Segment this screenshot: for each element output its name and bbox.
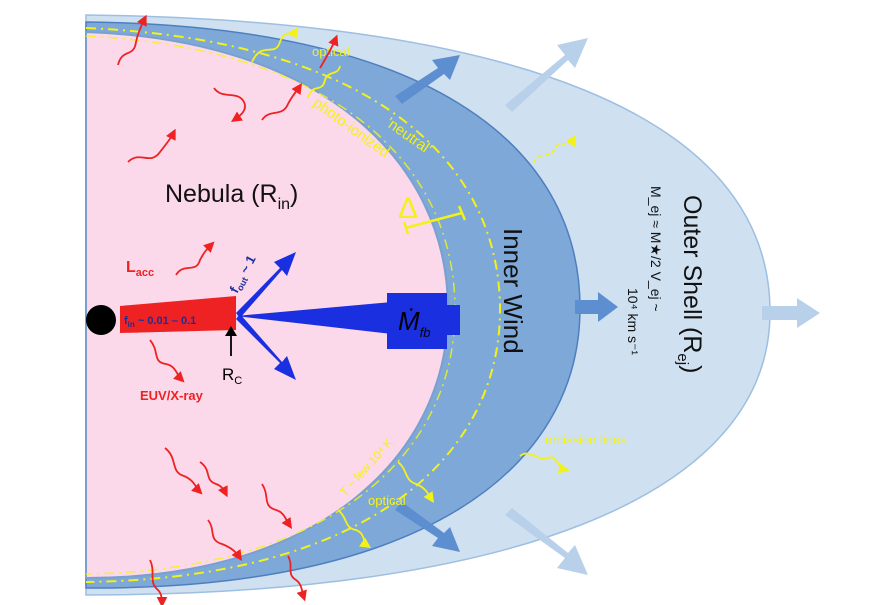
yellow-squiggle-top2: [307, 65, 341, 99]
inner-wind-flow-arrows: [395, 55, 618, 552]
l-acc-label: Lacc: [126, 259, 154, 279]
red-squiggle-7: [149, 339, 185, 383]
yellow-squiggle-emission: [519, 452, 570, 474]
inflow-wedge: [120, 296, 236, 333]
outer-arrow-right: [762, 298, 820, 328]
ionization-front-line: [85, 27, 502, 583]
fallback-main-arrow: [236, 302, 392, 334]
f-in-label: fin ~ 0.01 – 0.1: [124, 315, 196, 329]
mdot-label: Ṁfb: [398, 306, 431, 340]
mdot-box: [387, 293, 447, 349]
inner-arrow-right: [575, 292, 618, 322]
rc-pointer-head: [225, 326, 237, 336]
inner-arrow-bottom: [395, 502, 460, 552]
red-squiggle-11: [207, 519, 242, 561]
yellow-squiggle-top: [251, 27, 299, 63]
red-squiggle-6: [175, 241, 215, 276]
delta-marker: [402, 205, 467, 235]
red-squiggle-4: [261, 83, 302, 121]
optical-label-bottom: optical: [368, 493, 406, 508]
yellow-squiggle-mid: [533, 134, 576, 163]
emission-lines-label: emission lines: [545, 432, 627, 447]
red-squiggle-8: [164, 447, 203, 495]
outer-arrow-top: [505, 38, 588, 112]
yellow-squiggle-bottom2: [337, 509, 371, 549]
inner-arrow-top: [395, 55, 460, 104]
delta-label: Δ: [398, 192, 418, 225]
mdot-box-tab: [446, 305, 460, 335]
euv-label: EUV/X-ray: [140, 388, 204, 403]
fallback-arrows: [236, 252, 460, 380]
red-squiggle-1: [117, 14, 147, 66]
rc-label: RC: [222, 365, 242, 387]
outflow-arrow-down: [236, 314, 296, 380]
outer-shell-eq-2: 10⁴ km s⁻¹: [625, 288, 641, 355]
red-squiggle-5: [319, 34, 339, 69]
outer-arrow-bottom: [505, 508, 588, 575]
black-hole: [86, 305, 116, 335]
red-photon-squiggles: [117, 14, 339, 605]
outer-shell-flow-arrows: [505, 38, 820, 575]
outer-shell-eq-1: M_ej ≈ M★/2 V_ej ~: [648, 186, 664, 312]
yellow-photon-squiggles: [251, 27, 576, 549]
red-squiggle-10: [261, 483, 292, 529]
red-squiggle-13: [287, 555, 307, 602]
yellow-squiggle-bottom: [397, 461, 434, 503]
inner-wind-title: Inner Wind: [498, 228, 528, 354]
outflow-arrow-up: [236, 252, 296, 318]
optical-label-top: optical: [312, 44, 350, 59]
red-squiggle-2: [127, 128, 176, 163]
red-squiggle-9: [199, 461, 228, 498]
nebula-title: Nebula (Rin): [165, 180, 298, 213]
red-squiggle-3: [213, 87, 246, 122]
outer-shell-title: Outer Shell (Rej): [674, 195, 706, 373]
red-squiggle-12: [149, 559, 168, 605]
